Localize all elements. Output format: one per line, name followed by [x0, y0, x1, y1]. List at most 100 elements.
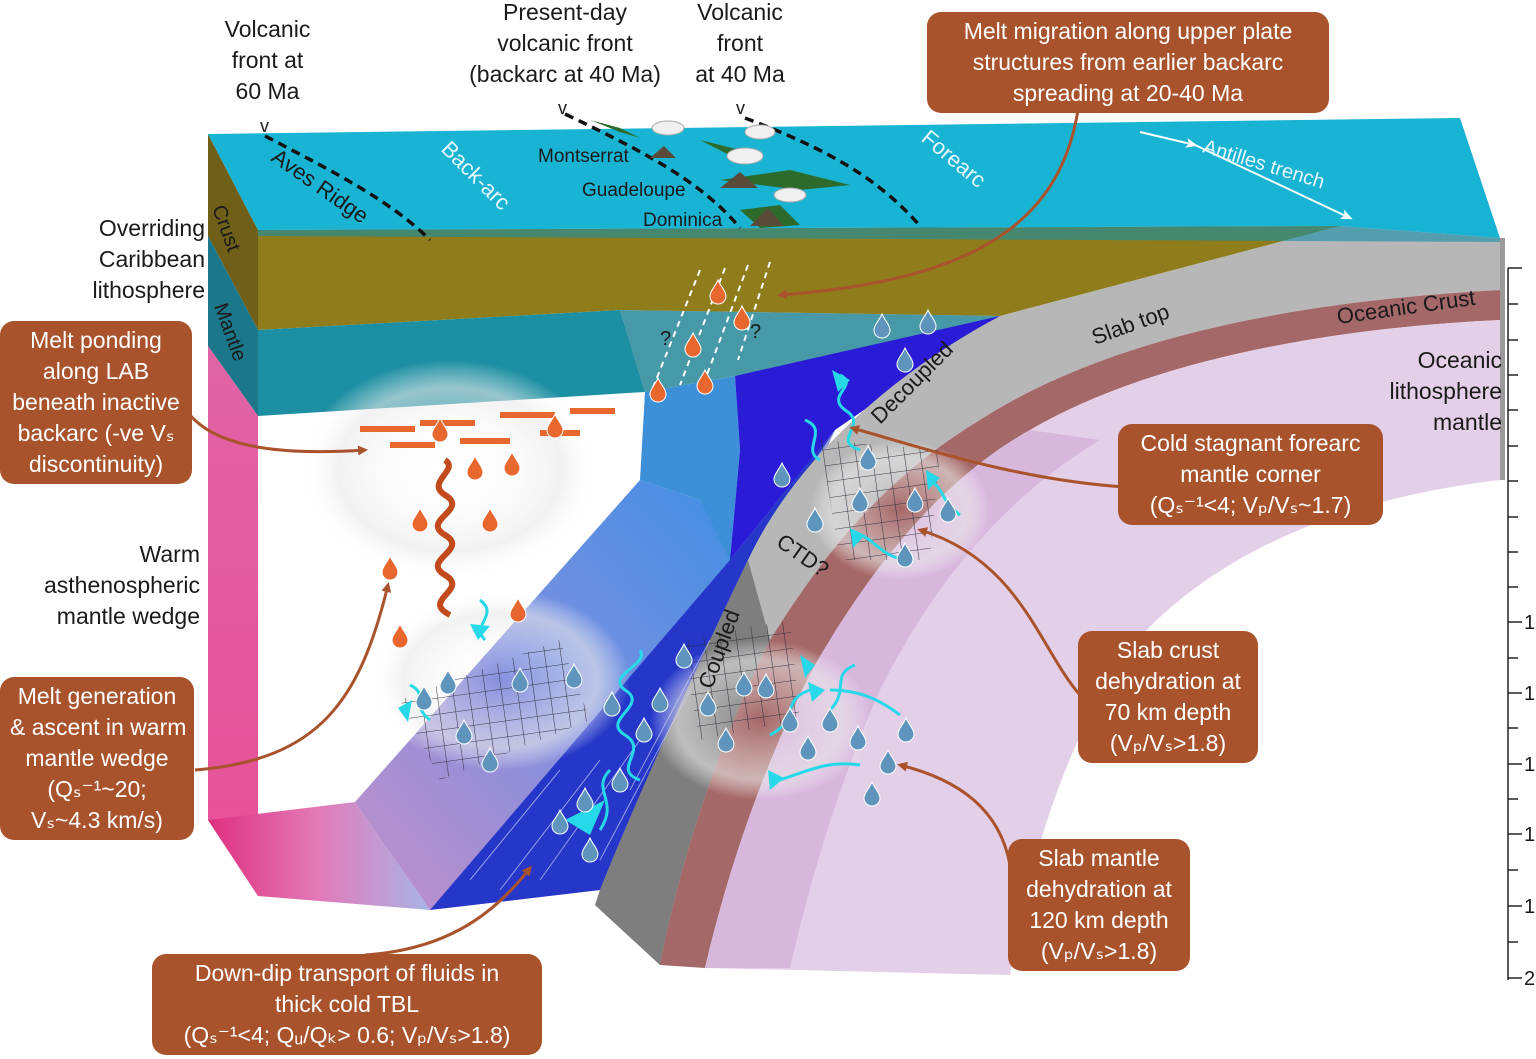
fluid-droplet	[849, 724, 867, 751]
montserrat-label: Montserrat	[538, 146, 630, 167]
question-mark-2: ?	[750, 321, 761, 343]
wedge-bottom-face	[208, 802, 430, 910]
callout-line: (Qₛ⁻¹<4; Qᵤ/Qₖ> 0.6; Vₚ/Vₛ>1.8)	[183, 1022, 511, 1048]
fluid-droplet	[717, 726, 735, 753]
fluid-droplet	[906, 486, 924, 513]
mantle-left-face	[208, 236, 258, 416]
fluid-droplet	[821, 706, 839, 733]
label-line: lithosphere	[92, 277, 205, 303]
callout-line: along LAB	[42, 358, 150, 384]
fluid-droplet	[415, 684, 433, 711]
melt-pathways	[649, 261, 771, 396]
fluid-droplet	[651, 686, 669, 713]
oceanic-lithosphere-label: Oceanic lithosphere mantle	[1360, 345, 1502, 438]
melt-droplet	[684, 331, 702, 358]
melt-droplets	[381, 278, 751, 649]
melt-droplet	[466, 454, 484, 481]
fluid-droplet	[851, 486, 869, 513]
warm-wedge-label: Warm asthenospheric mantle wedge	[10, 539, 200, 632]
callout-line: Slab crust	[1116, 637, 1220, 663]
fluid-droplet	[699, 690, 717, 717]
scale-tick-label: 1	[1524, 824, 1535, 846]
callout-line: (Vₚ/Vₛ>1.8)	[1040, 938, 1158, 964]
callout-line: Down-dip transport of fluids in	[194, 960, 500, 986]
slab-top-layer	[595, 226, 1500, 965]
label-line: front	[716, 30, 764, 56]
present-day-front-label: Present-day volcanic front (backarc at 4…	[450, 0, 680, 90]
forearc-corner	[730, 316, 1000, 560]
callout-line: mantle corner	[1180, 461, 1321, 487]
melt-droplet	[649, 376, 667, 403]
melt-droplet	[696, 368, 714, 395]
oceanic-crust-layer	[660, 290, 1500, 968]
label-line: mantle	[1432, 409, 1502, 435]
callout-arrows	[188, 109, 1126, 957]
fluid-droplets	[415, 308, 957, 863]
fluid-droplet	[896, 346, 914, 373]
dominica-label: Dominica	[643, 210, 723, 231]
label-line: at 40 Ma	[695, 61, 785, 87]
trench-arrows	[1139, 131, 1353, 220]
melt-droplet	[503, 450, 521, 477]
sea-surface	[208, 118, 1500, 238]
overriding-crust	[258, 226, 1340, 330]
island-arc	[590, 120, 850, 228]
label-line: (backarc at 40 Ma)	[469, 61, 661, 87]
fluid-droplet	[576, 786, 594, 813]
label-line: mantle wedge	[56, 603, 200, 629]
callout-cold-forearc: Cold stagnant forearc mantle corner (Qₛ⁻…	[1118, 424, 1383, 525]
scale-tick-label: 1	[1524, 896, 1535, 918]
label-line: Volcanic	[697, 0, 783, 25]
label-line: asthenospheric	[44, 572, 200, 598]
volcano-marker-present: v	[558, 98, 567, 118]
scale-tick-label: 1	[1524, 612, 1535, 634]
callout-slab-crust: Slab crust dehydration at 70 km depth (V…	[1078, 631, 1258, 763]
fluid-droplet	[603, 690, 621, 717]
melt-droplet	[411, 506, 429, 533]
fluid-droplet	[675, 642, 693, 669]
callout-melt-migration: Melt migration along upper plate structu…	[927, 12, 1329, 113]
fluid-droplet	[781, 706, 799, 733]
fluid-droplet	[581, 836, 599, 863]
callout-melt-generation: Melt generation & ascent in warm mantle …	[0, 677, 194, 840]
fluid-droplet	[859, 444, 877, 471]
label-line: Overriding	[98, 215, 205, 241]
overriding-lithosphere-label: Overriding Caribbean lithosphere	[40, 213, 205, 306]
scale-tick-label: 2	[1524, 968, 1535, 990]
mantle-cut-face	[620, 310, 1000, 392]
callout-line: mantle wedge	[25, 745, 169, 771]
label-line: Present-day	[502, 0, 627, 25]
callout-line: beneath inactive	[12, 389, 180, 415]
label-line: lithosphere	[1389, 378, 1502, 404]
fluid-droplet	[735, 670, 753, 697]
oceanic-mantle-shade	[705, 430, 1100, 968]
fluid-droplet	[551, 808, 569, 835]
label-line: volcanic front	[497, 30, 633, 56]
sea-front-face	[258, 226, 1500, 242]
scale-tick-label: 1	[1524, 754, 1535, 776]
melt-droplet	[391, 622, 409, 649]
callout-line: Melt ponding	[30, 327, 162, 353]
scale-tick-label: 1	[1524, 683, 1535, 705]
fluid-droplet	[896, 541, 914, 568]
fluid-droplet	[897, 716, 915, 743]
callout-line: Vₛ~4.3 km/s)	[31, 807, 163, 833]
callout-line: 120 km depth	[1029, 907, 1169, 933]
label-line: Warm	[139, 541, 200, 567]
arc-column	[640, 376, 740, 560]
callout-slab-mantle: Slab mantle dehydration at 120 km depth …	[1008, 839, 1190, 971]
callout-downdip-transport: Down-dip transport of fluids in thick co…	[152, 954, 542, 1055]
callout-line: structures from earlier backarc	[972, 49, 1284, 75]
fluid-droplet	[773, 461, 791, 488]
callout-line: spreading at 20-40 Ma	[1012, 80, 1244, 106]
melt-droplet	[546, 412, 564, 439]
melt-droplet	[509, 596, 527, 623]
callout-melt-ponding: Melt ponding along LAB beneath inactive …	[0, 321, 192, 484]
depth-scale-labels: 1 1 1 1 1 2	[1524, 612, 1535, 990]
label-line: front at	[231, 47, 304, 73]
crust-left-face	[208, 134, 258, 330]
callout-line: backarc (-ve Vₛ	[17, 420, 175, 446]
fluid-droplet	[511, 666, 529, 693]
melt-droplet	[733, 304, 751, 331]
